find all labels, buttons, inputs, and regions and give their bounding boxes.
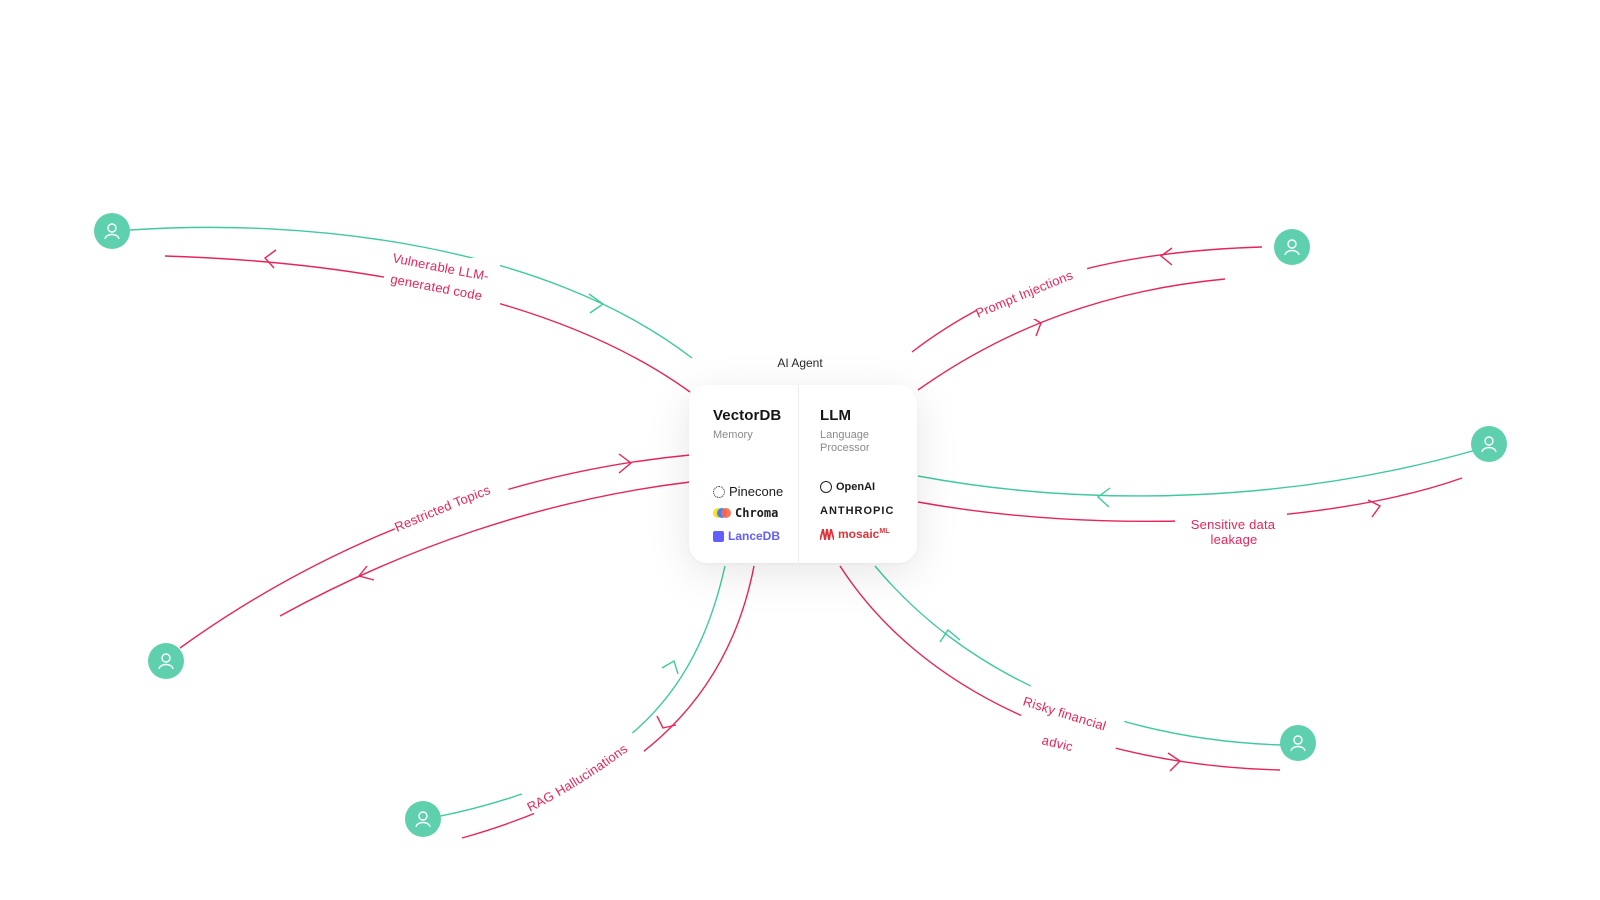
arrow-head	[263, 249, 277, 269]
llm-column: LLM Language Processor	[820, 407, 912, 455]
arrow-head	[1159, 247, 1173, 266]
flow-rag-hallucinations: RAG Hallucinations	[435, 565, 755, 839]
flow-vulnerable-code: Vulnerable LLM- generated code	[129, 226, 693, 393]
pinecone-icon	[713, 485, 725, 498]
arrow-head	[939, 628, 961, 643]
agent-title: AI Agent	[777, 356, 823, 370]
anthropic-wordmark: ANTHROPIC	[820, 505, 895, 517]
flow-prompt-injections: Prompt Injections	[911, 246, 1263, 391]
label-mask	[387, 465, 517, 555]
user-node-top-left[interactable]	[94, 213, 130, 249]
user-node-right[interactable]	[1471, 426, 1507, 462]
lancedb-logo: LanceDB	[713, 529, 780, 543]
arrow-head	[1367, 499, 1382, 518]
request-line	[917, 449, 1477, 497]
flow-label: Sensitive data	[1191, 517, 1276, 532]
flow-restricted-topics: Restricted Topics	[179, 453, 691, 649]
user-node-top-right[interactable]	[1274, 229, 1310, 265]
vectordb-title: VectorDB	[713, 407, 782, 424]
mosaicml-logo: mosaicML	[820, 527, 889, 541]
llm-subtitle-line: Processor	[820, 442, 870, 454]
lancedb-icon	[713, 530, 724, 542]
request-line	[179, 454, 691, 649]
flow-risky-financial-advice: Risky financial advice	[0, 0, 1283, 772]
vectordb-column: VectorDB Memory	[713, 407, 793, 442]
anthropic-logo: ANTHROPIC	[820, 505, 894, 517]
arrow-head	[1096, 487, 1111, 508]
flow-label: advice	[0, 0, 1075, 754]
llm-subtitle-line: Language	[820, 429, 869, 441]
user-icon	[1284, 239, 1300, 256]
arrow-head	[588, 293, 605, 314]
pinecone-wordmark: Pinecone	[729, 484, 784, 499]
mosaicml-icon	[820, 528, 834, 540]
user-icon	[104, 223, 120, 240]
flow-label: leakage	[1211, 532, 1258, 547]
flow-sensitive-data: Sensitive data leakage	[917, 449, 1477, 554]
user-icon	[158, 653, 174, 670]
flow-label-line: advice	[0, 0, 1075, 754]
request-line	[435, 565, 726, 818]
response-line	[279, 481, 691, 617]
label-mask	[384, 258, 500, 308]
request-line	[917, 278, 1226, 391]
ai-agent-card: VectorDB Memory LLM Language Processor P…	[689, 385, 917, 563]
mosaicml-superscript: ML	[879, 528, 890, 535]
agent-card-divider	[798, 385, 799, 563]
arrow-head	[1167, 752, 1182, 772]
pinecone-logo: Pinecone	[713, 484, 783, 499]
label-mask	[1012, 682, 1128, 772]
openai-logo: OpenAI	[820, 481, 875, 493]
user-icon	[1290, 735, 1306, 752]
llm-title: LLM	[820, 407, 852, 424]
lancedb-wordmark: LanceDB	[728, 529, 781, 543]
arrow-head	[357, 565, 375, 581]
arrow-head	[661, 659, 679, 675]
openai-wordmark: OpenAI	[836, 481, 876, 493]
response-line	[461, 565, 755, 839]
user-node-left[interactable]	[148, 643, 184, 679]
chroma-icon	[713, 507, 731, 519]
vectordb-subtitle: Memory	[713, 429, 753, 441]
arrow-head	[618, 453, 633, 474]
mosaicml-wordmark: mosaicML	[838, 527, 890, 541]
openai-icon	[820, 481, 832, 493]
chroma-logo: Chroma	[713, 506, 778, 520]
user-node-bottom-right[interactable]	[1280, 725, 1316, 761]
label-mask	[519, 723, 651, 829]
user-node-bottom-left[interactable]	[405, 801, 441, 837]
user-icon	[415, 811, 431, 828]
user-icon	[1481, 436, 1497, 453]
label-mask	[969, 250, 1097, 336]
llm-subtitle: Language Processor	[820, 429, 912, 455]
arrow-head	[656, 715, 677, 729]
response-line	[839, 565, 1281, 771]
request-line	[129, 226, 693, 359]
chroma-wordmark: Chroma	[735, 506, 779, 520]
label-mask	[1175, 512, 1287, 554]
